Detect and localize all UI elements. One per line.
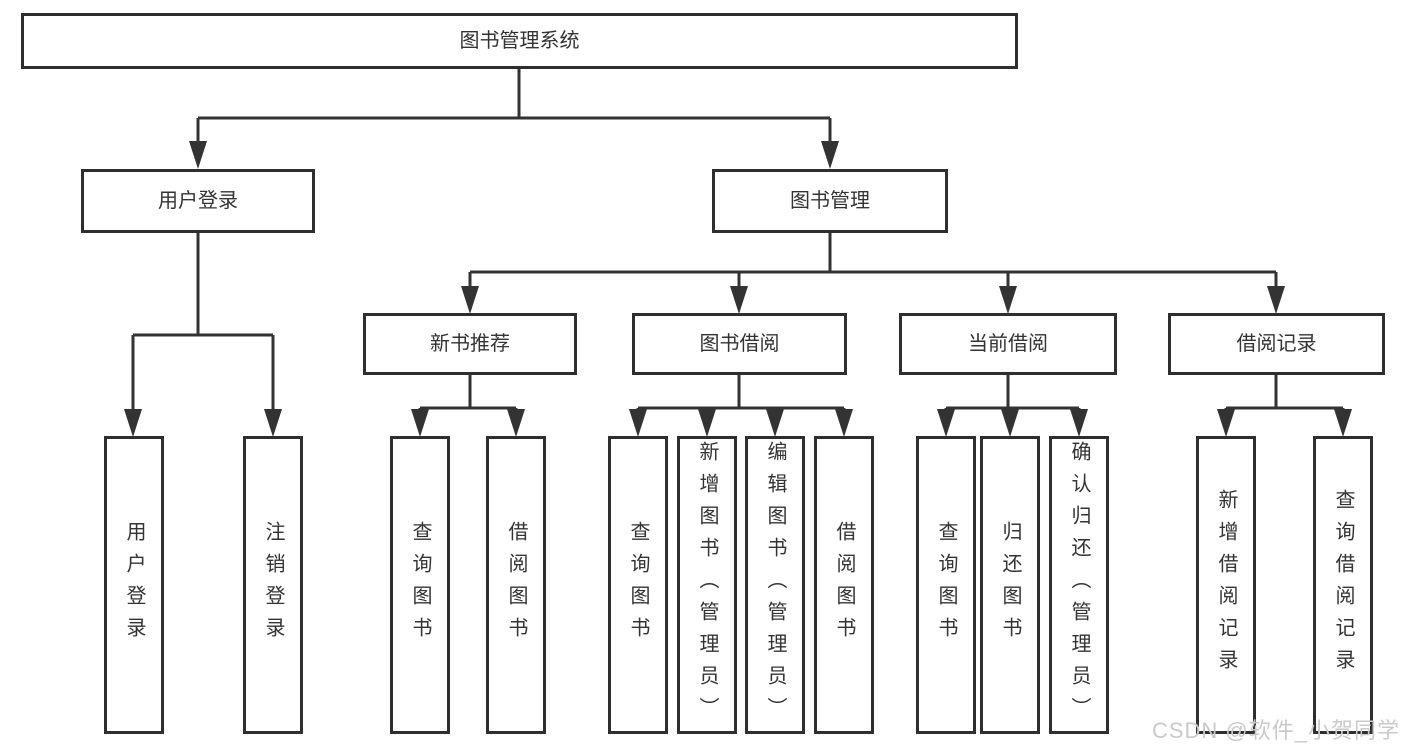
node-label: 借阅图书 — [505, 521, 527, 649]
node-label: 确认归还（管理员） — [1068, 441, 1090, 729]
node-add-books-admin: 新增图书（管理员） — [677, 436, 737, 734]
node-label: 借阅图书 — [833, 521, 855, 649]
node-borrow-books-action: 借阅图书 — [814, 436, 874, 734]
node-logout: 注销登录 — [243, 436, 303, 734]
node-label: 图书管理 — [790, 190, 870, 212]
node-label: 编辑图书（管理员） — [764, 441, 786, 729]
node-add-borrow-record: 新增借阅记录 — [1196, 436, 1256, 734]
node-return-books: 归还图书 — [980, 436, 1040, 734]
node-label: 用户登录 — [123, 521, 145, 649]
node-book-management: 图书管理 — [712, 169, 948, 233]
node-label: 注销登录 — [262, 521, 284, 649]
watermark: CSDN @软件_小贺同学 — [1151, 718, 1400, 743]
node-label: 查询借阅记录 — [1332, 489, 1354, 681]
node-new-book-recommend: 新书推荐 — [363, 313, 577, 375]
node-label: 查询图书 — [409, 521, 431, 649]
node-query-books-borrow: 查询图书 — [608, 436, 668, 734]
node-label: 查询图书 — [935, 521, 957, 649]
node-user-login-action: 用户登录 — [104, 436, 164, 734]
node-label: 用户登录 — [158, 190, 238, 212]
node-label: 图书借阅 — [699, 333, 780, 355]
node-label: 新书推荐 — [430, 333, 510, 355]
node-label: 当前借阅 — [968, 333, 1048, 355]
node-query-books-recommend: 查询图书 — [390, 436, 450, 734]
node-query-books-current: 查询图书 — [916, 436, 976, 734]
node-book-borrow: 图书借阅 — [632, 313, 847, 375]
node-label: 新增借阅记录 — [1215, 489, 1237, 681]
node-borrow-records: 借阅记录 — [1168, 313, 1385, 375]
node-label: 查询图书 — [627, 521, 649, 649]
node-query-borrow-record: 查询借阅记录 — [1313, 436, 1373, 734]
node-library-system: 图书管理系统 — [21, 13, 1018, 69]
node-user-login: 用户登录 — [81, 169, 315, 233]
node-label: 新增图书（管理员） — [696, 441, 718, 729]
node-borrow-books-recommend: 借阅图书 — [486, 436, 546, 734]
node-edit-books-admin: 编辑图书（管理员） — [745, 436, 805, 734]
node-current-borrow: 当前借阅 — [899, 313, 1117, 375]
node-label: 归还图书 — [999, 521, 1021, 649]
node-label: 图书管理系统 — [459, 30, 580, 52]
node-confirm-return-admin: 确认归还（管理员） — [1049, 436, 1109, 734]
node-label: 借阅记录 — [1236, 333, 1317, 355]
